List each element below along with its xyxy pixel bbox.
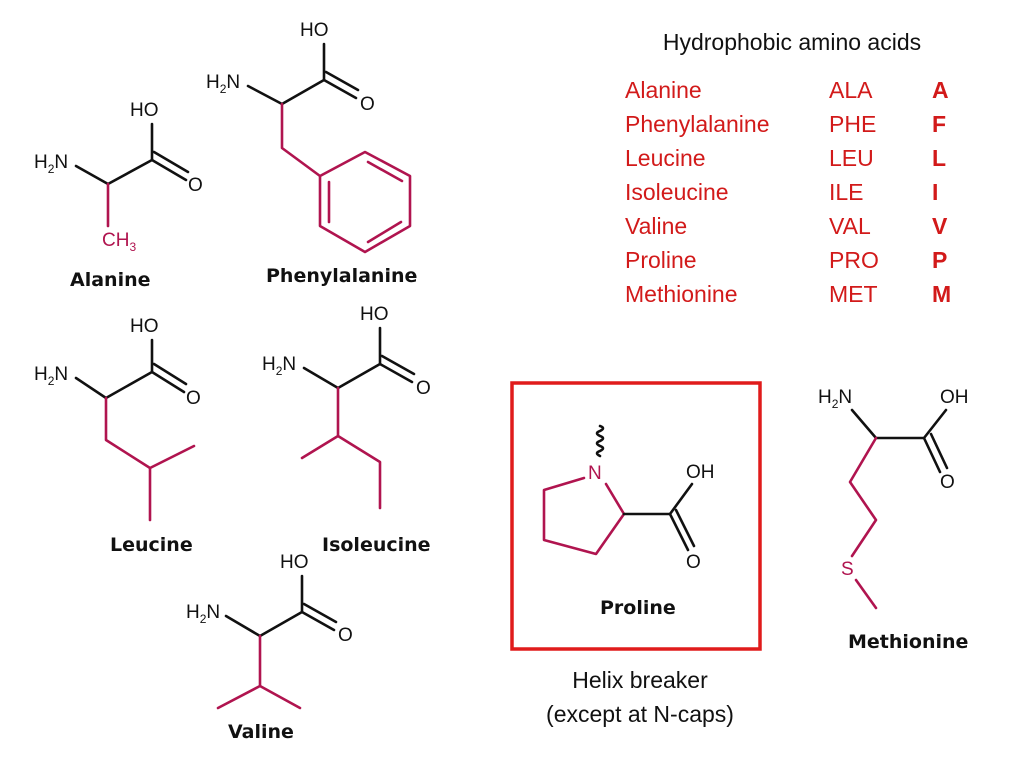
table-cell-abbr: VAL [829,213,871,239]
table-cell-name: Isoleucine [625,179,729,205]
alanine-structure: HO H2N O CH3 Alanine [34,100,203,291]
proline-nitrogen-label: N [588,463,602,484]
alanine-amine-label: H2N [34,152,68,176]
valine-oxygen-label: O [338,625,353,646]
table-cell-name: Methionine [625,281,738,307]
methionine-structure: H2N OH O S Methionine [818,387,969,653]
leucine-name: Leucine [110,534,193,556]
leucine-structure: HO H2N O Leucine [34,316,201,556]
phenylalanine-backbone [246,42,326,106]
proline-name: Proline [600,597,676,619]
table-row: Methionine MET M [625,281,951,307]
table-cell-code: I [932,179,938,205]
isoleucine-amine-label: H2N [262,354,296,378]
phenylalanine-hydroxyl-label: HO [300,20,329,41]
proline-note-line2: (except at N-caps) [546,701,734,727]
table-row: Valine VAL V [625,213,948,239]
table-cell-name: Valine [625,213,687,239]
isoleucine-oxygen-label: O [416,378,431,399]
table-cell-code: A [932,77,949,103]
phenylalanine-name: Phenylalanine [266,265,417,287]
table-row: Isoleucine ILE I [625,179,938,205]
hydrophobic-table: Hydrophobic amino acids Alanine ALA A Pheny… [625,29,951,307]
leucine-oxygen-label: O [186,388,201,409]
proline-note-line1: Helix breaker [572,667,708,693]
table-cell-abbr: ALA [829,77,873,103]
phenylalanine-structure: HO H2N O Phenylalanine [206,20,417,287]
table-title: Hydrophobic amino acids [663,29,921,55]
valine-backbone [224,574,304,638]
methionine-oxygen-label: O [940,472,955,493]
benzene-ring [318,150,412,254]
phenylalanine-amine-label: H2N [206,72,240,96]
valine-hydroxyl-label: HO [280,552,309,573]
proline-oxygen-label: O [686,552,701,573]
valine-structure: HO H2N O Valine [186,552,353,743]
table-cell-abbr: PRO [829,247,879,273]
table-cell-name: Phenylalanine [625,111,770,137]
table-row: Leucine LEU L [625,145,946,171]
proline-ring [542,476,626,556]
table-cell-name: Leucine [625,145,706,171]
methionine-amine-label: H2N [818,387,852,411]
isoleucine-backbone [302,326,382,390]
methionine-name: Methionine [848,631,968,653]
proline-highlight-box [510,381,762,651]
isoleucine-name: Isoleucine [322,534,431,556]
alanine-name: Alanine [70,269,151,291]
alanine-hydroxyl-label: HO [130,100,159,121]
proline-structure: N OH O Proline [510,381,762,651]
valine-side-chain [216,634,262,710]
table-cell-code: P [932,247,947,273]
valine-amine-label: H2N [186,602,220,626]
alanine-carbonyl-bond [150,158,188,182]
table-cell-code: L [932,145,946,171]
alanine-methyl-label: CH3 [102,230,136,254]
leucine-hydroxyl-label: HO [130,316,159,337]
methionine-side-chain [848,436,878,558]
alanine-oxygen-label: O [188,175,203,196]
table-cell-name: Proline [625,247,697,273]
leucine-amine-label: H2N [34,364,68,388]
table-row: Alanine ALA A [625,77,949,103]
table-row: Proline PRO P [625,247,947,273]
leucine-side-chain [104,396,196,470]
isoleucine-side-chain [300,386,340,460]
table-cell-code: V [932,213,948,239]
methionine-hydroxyl-label: OH [940,387,969,408]
methionine-backbone [850,408,948,440]
table-cell-name: Alanine [625,77,702,103]
proline-wavy-bond [595,424,605,458]
phenylalanine-side-chain [280,102,322,178]
isoleucine-structure: HO H2N O Isoleucine [262,304,431,556]
proline-hydroxyl-label: OH [686,462,715,483]
table-cell-code: F [932,111,946,137]
alanine-backbone [74,122,154,186]
table-row: Phenylalanine PHE F [625,111,946,137]
phenylalanine-oxygen-label: O [360,94,375,115]
table-cell-abbr: PHE [829,111,876,137]
valine-name: Valine [228,721,294,743]
leucine-backbone [74,338,154,400]
isoleucine-hydroxyl-label: HO [360,304,389,325]
table-cell-code: M [932,281,951,307]
table-cell-abbr: MET [829,281,878,307]
table-cell-abbr: ILE [829,179,864,205]
table-cell-abbr: LEU [829,145,874,171]
methionine-sulfur-label: S [841,559,854,580]
